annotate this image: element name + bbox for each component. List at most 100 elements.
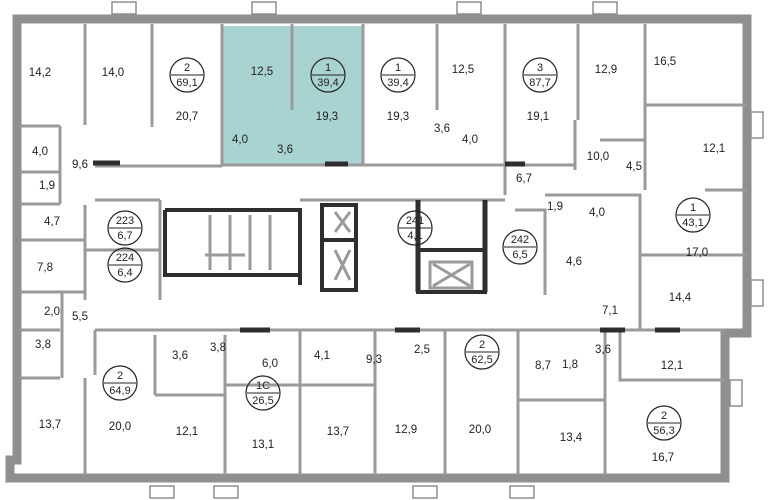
room-area-label: 14,4 (669, 292, 692, 304)
room-area-label: 8,7 (535, 360, 551, 372)
apartment-area: 43,1 (682, 217, 703, 229)
apartment-area: 26,5 (252, 395, 273, 407)
apartment-badge-circle (169, 57, 205, 93)
apartment-badge-circle (522, 57, 558, 93)
room-area-label: 20,7 (176, 111, 198, 123)
apartment-rooms: 1 (325, 62, 331, 74)
apartment-badge[interactable]: 139,4 (380, 57, 416, 93)
room-area-label: 4,6 (566, 256, 582, 268)
apartment-rooms: 2 (184, 62, 190, 74)
room-area-label: 16,5 (654, 56, 676, 68)
apartment-area: 39,4 (387, 77, 408, 89)
apartment-badge[interactable]: 143,1 (675, 197, 711, 233)
apartment-badge[interactable]: 264,9 (102, 365, 138, 401)
apartment-area: 69,1 (176, 77, 197, 89)
room-area-label: 12,5 (251, 66, 273, 78)
room-area-label: 2,5 (414, 344, 430, 356)
apartment-badge-circle (107, 247, 143, 283)
room-area-label: 12,9 (395, 424, 417, 436)
room-area-label: 1,8 (562, 359, 578, 371)
room-area-label: 3,6 (277, 144, 293, 156)
room-area-label: 16,7 (652, 452, 674, 464)
room-area-label: 13,4 (560, 432, 583, 444)
apartment-area: 87,7 (529, 77, 550, 89)
apartment-badge[interactable]: 1С 26,5 (245, 375, 281, 411)
room-area-label: 9,3 (366, 354, 382, 366)
apartment-badge-circle (646, 405, 682, 441)
room-area-label: 12,9 (595, 64, 617, 76)
apartment-badge[interactable]: 387,7 (522, 57, 558, 93)
room-area-label: 3,8 (210, 342, 226, 354)
apartment-badge-circle (245, 375, 281, 411)
room-area-label: 6,7 (516, 173, 532, 185)
apartment-badge-circle (380, 57, 416, 93)
apartment-badge[interactable]: 269,1 (169, 57, 205, 93)
apartment-rooms: 2 (661, 410, 667, 422)
apartment-rooms: 1С (256, 380, 270, 392)
apartment-badge-circle (397, 210, 433, 246)
room-area-label: 12,1 (661, 360, 683, 372)
apartment-rooms: 2 (117, 370, 123, 382)
room-area-label: 19,1 (527, 111, 549, 123)
apartment-area: 62,5 (471, 354, 492, 366)
room-area-label: 4,0 (232, 134, 248, 146)
room-area-label: 3,6 (172, 350, 188, 362)
room-area-label: 12,1 (703, 143, 725, 155)
apartment-rooms: 3 (537, 62, 543, 74)
room-area-label: 4,5 (626, 161, 642, 173)
apartment-rooms: 1 (395, 62, 401, 74)
apartment-rooms: 223 (116, 215, 134, 227)
apartment-badge-circle (464, 334, 500, 370)
apartment-badge-circle (102, 365, 138, 401)
apartment-area: 4,1 (407, 230, 422, 242)
room-area-label: 3,6 (434, 123, 450, 135)
room-area-label: 14,2 (29, 67, 51, 79)
room-area-label: 1,9 (547, 201, 563, 213)
room-area-label: 4,0 (32, 146, 48, 158)
apartment-rooms: 1 (690, 202, 696, 214)
apartment-area: 64,9 (109, 385, 130, 397)
room-area-label: 12,5 (452, 64, 474, 76)
room-area-label: 5,5 (72, 311, 88, 323)
apartment-labels: 269,1139,4139,4387,7143,12236,72246,4241… (102, 57, 711, 441)
apartment-area: 6,7 (117, 230, 132, 242)
room-area-label: 4,1 (314, 350, 330, 362)
room-area-label: 2,0 (44, 306, 60, 318)
apartment-badge-circle (675, 197, 711, 233)
room-area-label: 17,0 (686, 247, 708, 259)
room-area-label: 19,3 (387, 111, 409, 123)
apartment-badge-circle (310, 57, 346, 93)
room-area-label: 7,8 (37, 262, 53, 274)
apartment-badge[interactable]: 262,5 (464, 334, 500, 370)
room-area-label: 19,3 (316, 111, 338, 123)
room-area-label: 20,0 (109, 421, 131, 433)
room-area-label: 14,0 (102, 67, 124, 79)
room-area-label: 12,1 (176, 426, 198, 438)
room-area-label: 20,0 (469, 424, 491, 436)
apartment-badge-circle (107, 210, 143, 246)
apartment-rooms: 242 (511, 234, 529, 246)
room-area-label: 13,7 (327, 426, 349, 438)
room-area-label: 3,8 (35, 339, 51, 351)
room-area-label: 10,0 (587, 151, 609, 163)
room-area-label: 4,7 (44, 216, 60, 228)
apartment-badge[interactable]: 256,3 (646, 405, 682, 441)
room-area-label: 3,6 (595, 344, 611, 356)
walls (5, 0, 763, 499)
apartment-area: 6,5 (512, 249, 527, 261)
room-area-label: 4,0 (462, 134, 478, 146)
room-area-label: 13,7 (39, 419, 61, 431)
apartment-badge-circle (502, 229, 538, 265)
apartment-badge[interactable]: 139,4 (310, 57, 346, 93)
apartment-rooms: 241 (406, 215, 424, 227)
apartment-area: 39,4 (317, 77, 338, 89)
room-area-label: 4,0 (589, 207, 605, 219)
room-area-label: 7,1 (602, 305, 618, 317)
room-area-label: 1,9 (39, 180, 55, 192)
